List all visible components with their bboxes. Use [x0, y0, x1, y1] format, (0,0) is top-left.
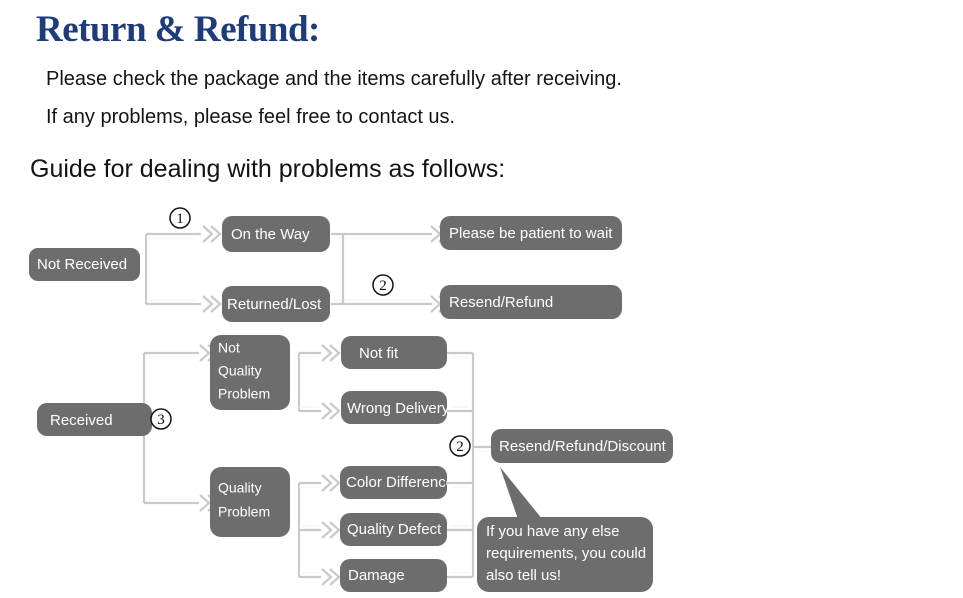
- arrowhead-to-returned-lost: [202, 295, 222, 313]
- intro-line-1: Please check the package and the items c…: [46, 68, 622, 90]
- connector-not-received-split: [144, 232, 201, 306]
- node-wrong-delivery[interactable]: Wrong Delivery: [341, 391, 450, 424]
- node-returned-lost-label: Returned/Lost: [227, 296, 322, 313]
- arrowhead-to-color-difference: [321, 474, 341, 492]
- intro-line-2: If any problems, please feel free to con…: [46, 106, 456, 128]
- connector-received-split: [142, 351, 199, 505]
- node-received[interactable]: Received: [37, 403, 152, 436]
- marker-two-bottom: 2: [449, 435, 471, 457]
- node-please-wait-label: Please be patient to wait: [449, 225, 613, 242]
- connector-returned-lost-to-resend: [331, 234, 432, 306]
- connector-quality-split: [297, 481, 321, 579]
- node-not-received[interactable]: Not Received: [29, 248, 140, 281]
- node-please-be-patient-to-wait[interactable]: Please be patient to wait: [440, 216, 622, 250]
- callout-bubble: If you have any else requirements, you c…: [477, 467, 653, 592]
- node-resend-refund-discount[interactable]: Resend/Refund/Discount: [491, 429, 673, 463]
- arrowhead-to-not-fit: [321, 344, 341, 362]
- node-resend-refund-label: Resend/Refund: [449, 294, 553, 311]
- node-quality-defect-label: Quality Defect: [347, 521, 442, 538]
- node-on-the-way[interactable]: On the Way: [222, 216, 330, 252]
- marker-three: 3: [150, 408, 172, 430]
- arrowhead-to-damage: [321, 568, 341, 586]
- node-resend-refund[interactable]: Resend/Refund: [440, 285, 622, 319]
- node-quality-problem-line-2: Problem: [218, 504, 270, 520]
- node-not-quality-problem-line-2: Quality: [218, 363, 262, 379]
- page-title: Return & Refund:: [36, 9, 320, 50]
- node-damage-label: Damage: [348, 567, 405, 584]
- callout-line-2: requirements, you could: [486, 545, 646, 562]
- node-returned-lost[interactable]: Returned/Lost: [222, 286, 330, 322]
- node-not-quality-problem-line-1: Not: [218, 340, 240, 356]
- arrowhead-to-wrong-delivery: [321, 402, 341, 420]
- marker-one-label: 1: [176, 211, 184, 227]
- connector-not-quality-split: [297, 351, 321, 413]
- node-not-quality-problem[interactable]: Not Quality Problem: [210, 335, 290, 410]
- node-not-quality-problem-line-3: Problem: [218, 386, 270, 402]
- node-color-difference-label: Color Difference: [346, 474, 454, 491]
- marker-two-bottom-label: 2: [456, 439, 464, 455]
- node-resend-refund-discount-label: Resend/Refund/Discount: [499, 438, 667, 455]
- node-color-difference[interactable]: Color Difference: [340, 466, 454, 499]
- node-on-the-way-label: On the Way: [231, 226, 310, 243]
- problem-flowchart: Not Received On the Way Returned/Lost Pl…: [29, 207, 673, 592]
- node-not-received-label: Not Received: [37, 256, 127, 273]
- node-quality-problem[interactable]: Quality Problem: [210, 467, 290, 537]
- marker-three-label: 3: [157, 412, 165, 428]
- callout-line-3: also tell us!: [486, 567, 561, 584]
- node-quality-defect[interactable]: Quality Defect: [340, 513, 447, 546]
- callout-line-1: If you have any else: [486, 523, 619, 540]
- arrowhead-to-on-the-way: [202, 225, 222, 243]
- node-quality-problem-line-1: Quality: [218, 480, 262, 496]
- marker-one: 1: [169, 207, 191, 229]
- node-received-label: Received: [50, 412, 113, 429]
- node-not-fit-label: Not fit: [359, 345, 399, 362]
- marker-two-top: 2: [372, 274, 394, 296]
- arrowhead-to-quality-defect: [321, 521, 341, 539]
- connector-on-the-way-to-wait: [331, 232, 432, 239]
- node-damage[interactable]: Damage: [340, 559, 447, 592]
- node-not-fit[interactable]: Not fit: [341, 336, 447, 369]
- marker-two-top-label: 2: [379, 278, 387, 294]
- guide-heading: Guide for dealing with problems as follo…: [30, 155, 506, 183]
- node-wrong-delivery-label: Wrong Delivery: [347, 400, 450, 417]
- connector-collector-spine: [447, 351, 495, 579]
